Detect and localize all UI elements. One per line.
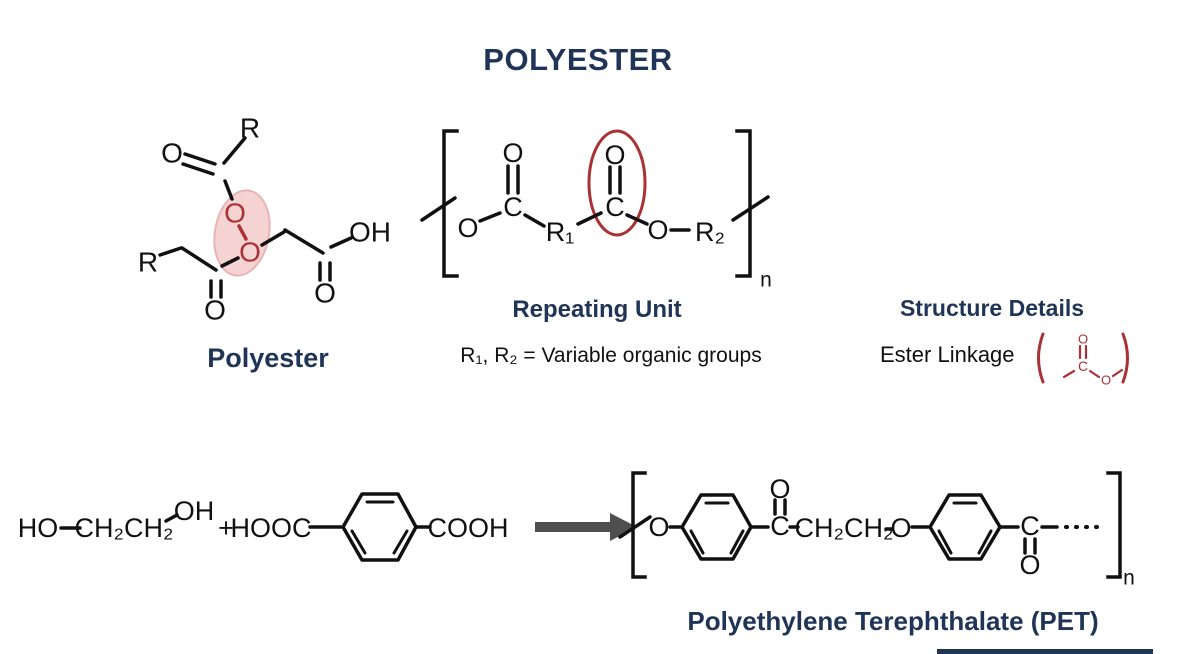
subscript-n: n [760, 269, 772, 292]
ring-double-bonds [350, 500, 409, 555]
ring-double-bonds [689, 501, 745, 555]
bond [181, 162, 215, 176]
bond [1062, 369, 1076, 379]
bond [183, 152, 217, 166]
bond [180, 246, 218, 272]
bond [1088, 369, 1101, 379]
chain-bond [731, 195, 770, 222]
bond [937, 529, 953, 555]
atom-o: O [1019, 550, 1040, 580]
atom-r2: R₂ [695, 217, 725, 247]
atom-oh: OH [349, 217, 391, 248]
atom-r: R [138, 247, 158, 278]
atom-c: C [1020, 511, 1040, 541]
bond [222, 136, 247, 165]
bond [576, 211, 603, 226]
atom-o: O [314, 278, 336, 309]
atom-o: O [1078, 332, 1088, 347]
bracket-right [735, 129, 752, 278]
bracket-right [1106, 471, 1122, 579]
benzene-ring [341, 492, 418, 562]
chain-bond [420, 196, 457, 222]
chain-bond [618, 515, 652, 539]
repeating-unit-structure: O C O R₁ C O O R₂ n [420, 129, 772, 292]
ester-linkage-label: Ester Linkage [880, 342, 1015, 367]
atom-o: O [648, 512, 669, 542]
atom-o: O [890, 513, 911, 543]
atom-c: C [770, 511, 790, 541]
atom-o: O [457, 213, 478, 243]
reaction-scheme: HO CH₂CH₂ OH + HOOC COOH O C [18, 471, 1135, 590]
atom-o: O [647, 215, 668, 245]
polyester-structure: R O O O R O O OH [138, 113, 391, 326]
bond [158, 246, 183, 257]
bond [392, 529, 409, 555]
repeating-unit-label: Repeating Unit [512, 296, 682, 323]
ester-linkage-structure: O C O [1037, 332, 1129, 388]
bond [977, 529, 993, 555]
bond [1111, 368, 1124, 378]
paren-close [1121, 332, 1129, 384]
reaction-arrow-icon [535, 513, 637, 541]
subscript-n: n [1123, 567, 1135, 590]
pet-label: Polyethylene Terephthalate (PET) [687, 606, 1099, 636]
bonds [1062, 344, 1124, 379]
atom-o: O [1101, 373, 1111, 388]
atom-hooc: HOOC [231, 513, 312, 543]
atom-c: C [503, 192, 523, 222]
bond [329, 236, 353, 249]
bond [729, 529, 745, 555]
atom-o: O [769, 474, 790, 504]
bond [237, 224, 248, 241]
polyester-structure-label: Polyester [207, 343, 329, 373]
bond [478, 211, 502, 223]
structure-details-title: Structure Details [899, 295, 1085, 321]
bond [220, 256, 240, 268]
atom-c: C [605, 192, 625, 222]
atom-ch2ch2: CH₂CH₂ [75, 513, 174, 543]
ring-double-bonds [937, 501, 993, 555]
atom-r: R [240, 113, 260, 144]
atom-r1: R₁ [546, 217, 575, 247]
atom-oh: OH [174, 496, 215, 526]
atom-c: C [1078, 358, 1088, 374]
atom-o: O [204, 295, 226, 326]
benzene-ring [928, 493, 1002, 561]
atom-ho: HO [18, 513, 59, 543]
atom-o: O [161, 138, 183, 169]
bond [223, 179, 234, 201]
benzene-ring [680, 493, 753, 561]
bond [625, 213, 649, 226]
repeating-unit-note: R₁, R₂ = Variable organic groups [460, 344, 762, 367]
bond [164, 513, 179, 523]
atom-o: O [502, 138, 523, 168]
atom-o-ester: O [224, 198, 246, 229]
atom-o-ester: O [239, 237, 261, 268]
paren-open [1037, 332, 1045, 384]
bond [283, 228, 325, 255]
atom-cooh: COOH [428, 513, 509, 543]
page-title: POLYESTER [483, 42, 673, 77]
plus-sign: + [218, 513, 234, 543]
bond [350, 529, 367, 555]
carbonyl-highlight-circle [587, 129, 647, 237]
atom-ch2ch2: CH₂CH₂ [795, 513, 894, 543]
bond [260, 230, 286, 247]
bonds [158, 136, 353, 299]
bond [689, 529, 705, 555]
atom-o: O [604, 140, 625, 170]
bonds [420, 164, 770, 232]
watermark-bar [937, 649, 1153, 654]
bracket-left [631, 471, 647, 579]
bond [523, 213, 546, 228]
